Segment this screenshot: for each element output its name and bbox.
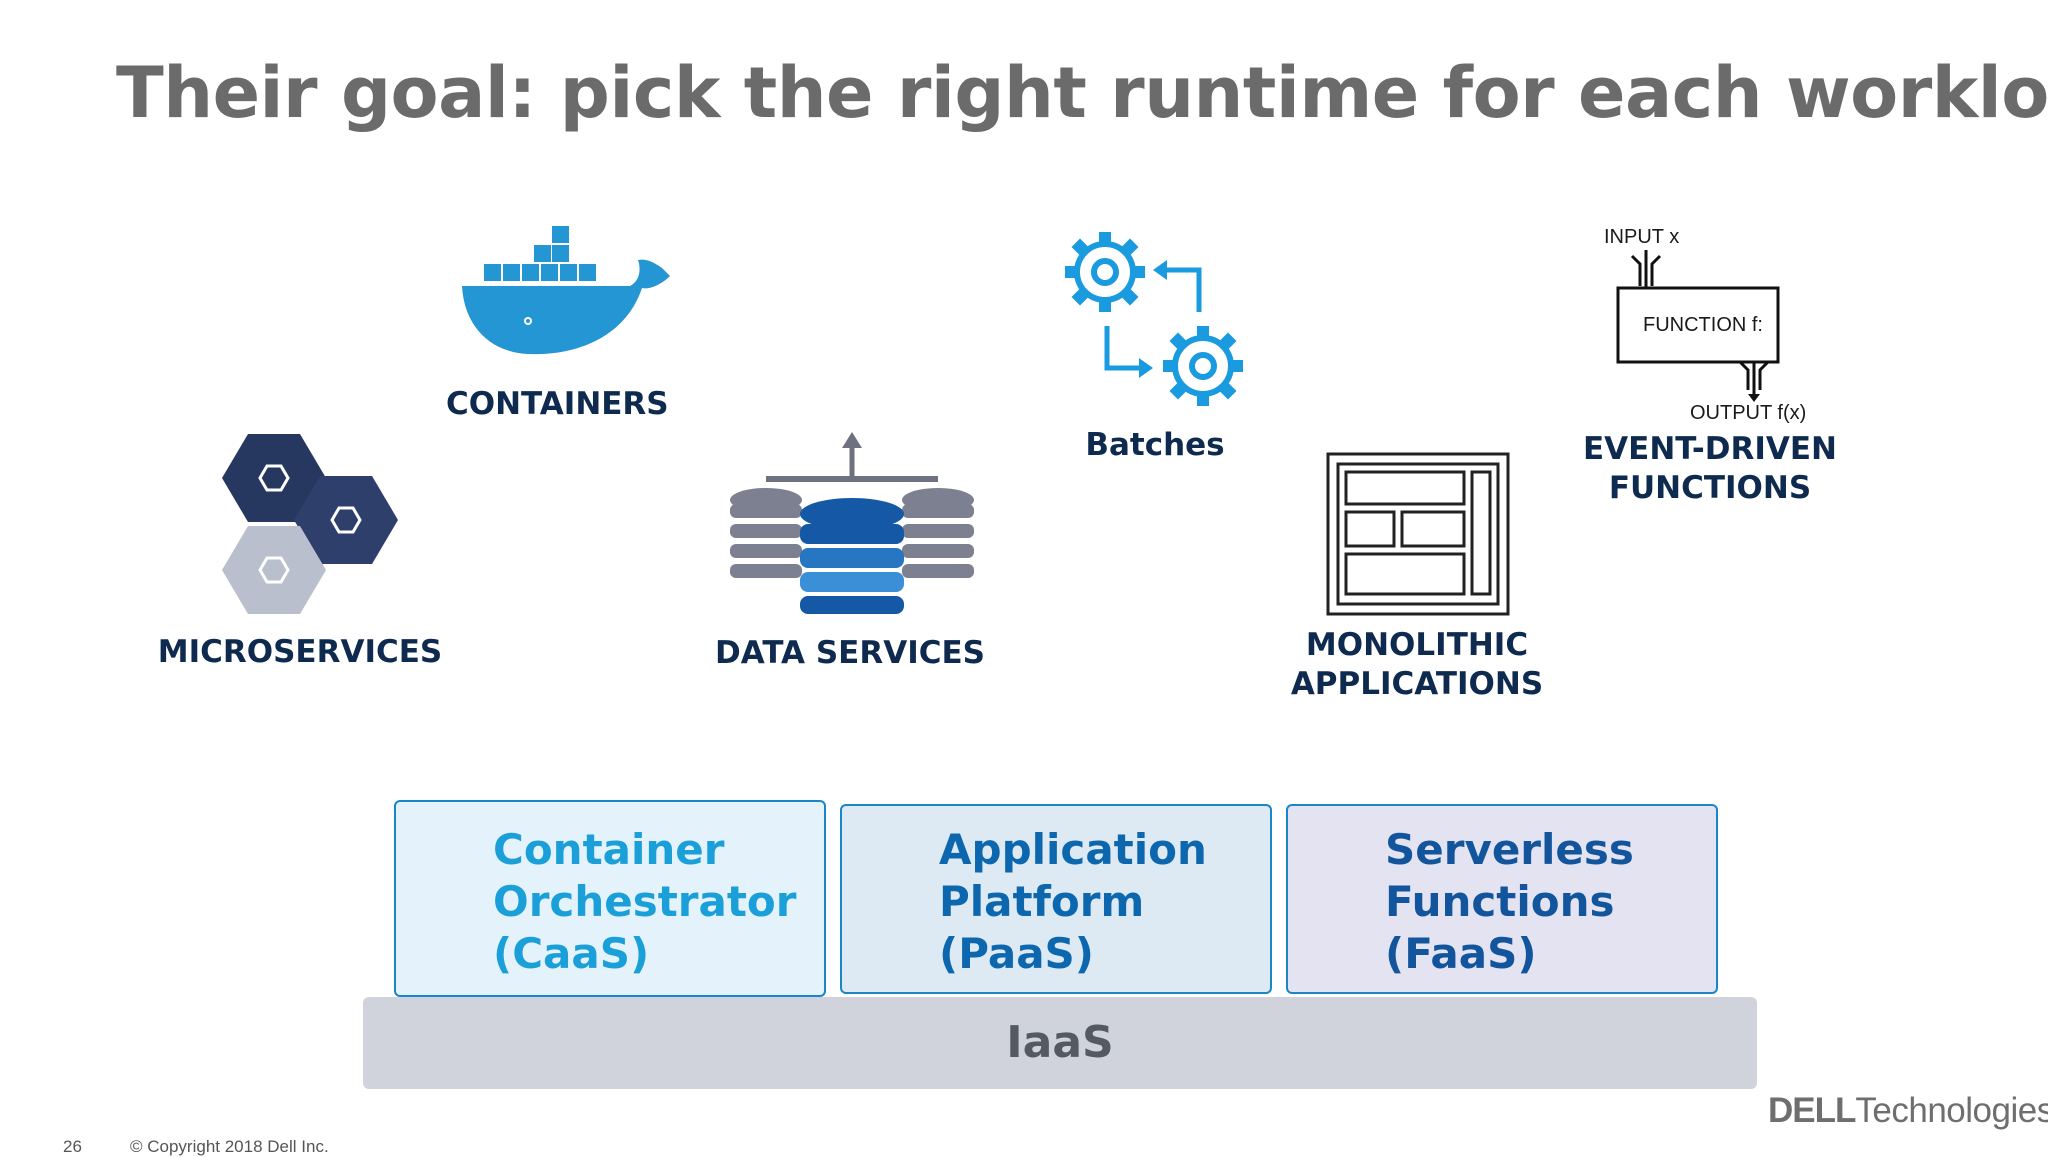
faas-platform-box: Serverless Functions (FaaS) xyxy=(1286,804,1718,994)
paas-platform-box: Application Platform (PaaS) xyxy=(840,804,1272,994)
event-driven-label-line2: FUNCTIONS xyxy=(1608,470,1812,506)
function-name-text: FUNCTION f: xyxy=(1643,314,1763,336)
copyright-text: © Copyright 2018 Dell Inc. xyxy=(130,1137,329,1156)
gears-cycle-icon xyxy=(1065,232,1243,406)
hexagon-cluster-icon xyxy=(222,434,398,614)
dell-wordmark: DELL xyxy=(1768,1091,1856,1130)
caas-label: Container Orchestrator (CaaS) xyxy=(493,825,797,978)
data-services-label: DATA SERVICES xyxy=(715,635,985,671)
iaas-bar: IaaS xyxy=(363,997,1757,1089)
monolith-layout-icon xyxy=(1326,452,1510,616)
paas-label: Application Platform (PaaS) xyxy=(939,825,1207,978)
docker-whale-icon xyxy=(462,226,670,355)
function-output-text: OUTPUT f(x) xyxy=(1690,402,1807,424)
function-input-text: INPUT x xyxy=(1604,226,1680,248)
event-driven-label-line1: EVENT-DRIVEN xyxy=(1583,431,1837,467)
database-stack-icon xyxy=(730,432,974,614)
monolithic-label-line1: MONOLITHIC xyxy=(1305,627,1529,663)
faas-label: Serverless Functions (FaaS) xyxy=(1385,825,1634,978)
microservices-label: MICROSERVICES xyxy=(157,634,443,670)
function-box-diagram xyxy=(1616,250,1780,402)
monolithic-label-line2: APPLICATIONS xyxy=(1290,666,1544,702)
dell-technologies-logo: DELLTechnologies xyxy=(1768,1091,2048,1131)
technologies-wordmark: Technologies xyxy=(1855,1091,2048,1130)
caas-platform-box: Container Orchestrator (CaaS) xyxy=(394,800,826,997)
slide-title: Their goal: pick the right runtime for e… xyxy=(116,52,2048,134)
batches-label: Batches xyxy=(1085,427,1225,463)
page-number: 26 xyxy=(63,1137,82,1156)
containers-label: CONTAINERS xyxy=(446,386,669,422)
